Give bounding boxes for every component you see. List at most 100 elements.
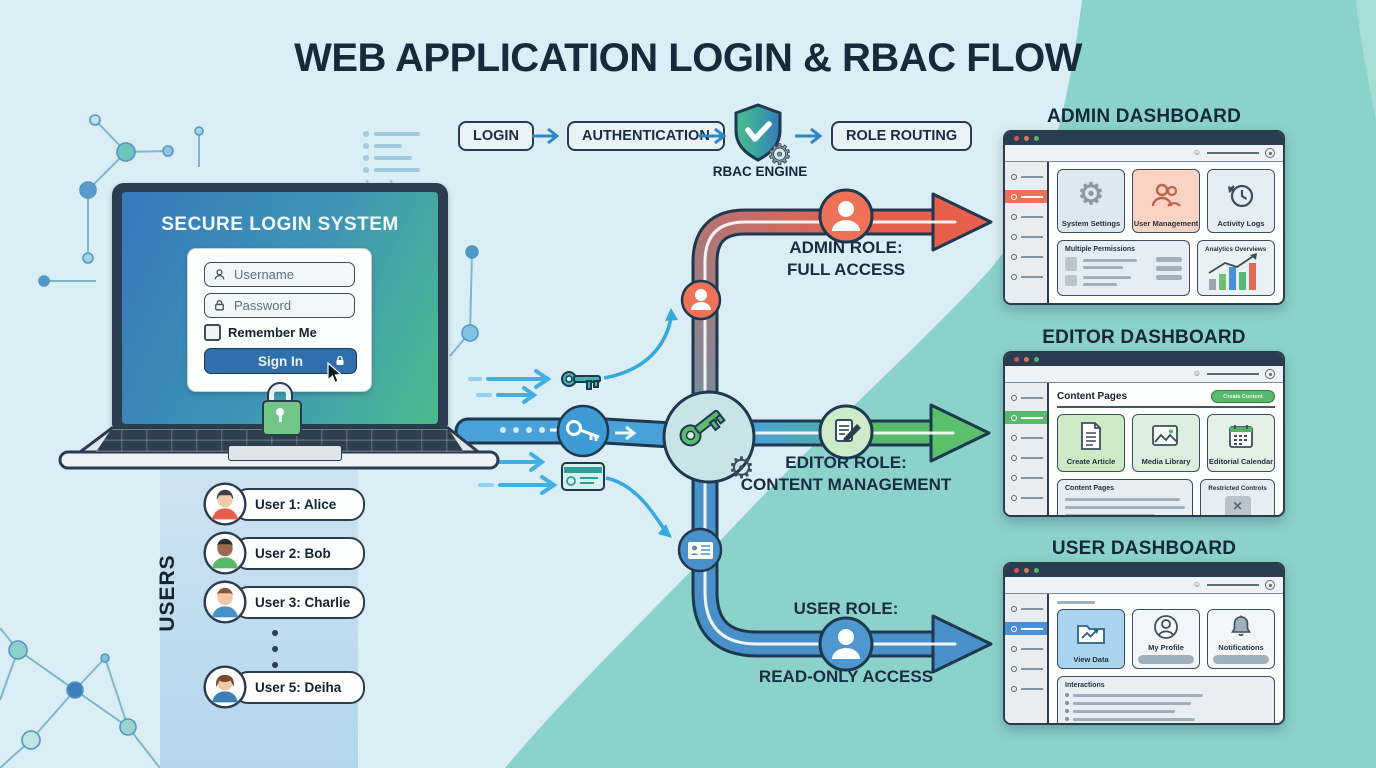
id-card-icon [688,542,713,559]
tile-media-library[interactable]: Media Library [1132,413,1200,472]
sidebar-item[interactable] [1005,682,1047,695]
window-titlebar [1005,353,1283,366]
address-bar [1207,152,1259,154]
article-icon [1081,422,1101,451]
tile-activity-logs[interactable]: Activity Logs [1207,169,1275,233]
editor-dashboard-title: EDITOR DASHBOARD [1042,327,1246,348]
person-icon [691,289,711,310]
tile-notifications[interactable]: Notifications [1207,609,1275,669]
sidebar-item[interactable] [1005,270,1047,283]
window-toolbar: ☺ [1005,366,1283,383]
list-item: User 5: Deiha [203,665,365,709]
sidebar-item[interactable] [1005,451,1047,464]
tile-interactions[interactable]: Interactions [1057,676,1275,723]
tile-my-profile[interactable]: My Profile [1132,609,1200,669]
sidebar-item[interactable] [1005,491,1047,504]
bar-chart-icon [1208,253,1257,290]
user-icon [214,269,225,280]
sign-in-label: Sign In [258,353,303,369]
user-pill[interactable]: User 1: Alice [233,487,365,521]
username-input[interactable] [232,266,346,283]
laptop-keyboard [96,430,464,452]
window-toolbar: ☺ [1005,145,1283,162]
maximize-icon[interactable] [1034,357,1039,362]
sidebar-item[interactable] [1005,642,1047,655]
tile-view-data[interactable]: View Data [1057,609,1125,669]
password-input[interactable] [232,297,346,314]
remember-me-checkbox[interactable] [204,324,221,341]
close-icon[interactable] [1014,357,1019,362]
sidebar-item-active[interactable] [1005,411,1047,424]
tile-create-article[interactable]: Create Article [1057,413,1125,472]
lock-icon [336,355,344,365]
avatar [203,482,247,526]
sidebar-item[interactable] [1005,170,1047,183]
folder-chart-icon [1077,624,1105,644]
sidebar-item-active[interactable] [1005,622,1047,635]
login-form: Remember Me Sign In [187,248,372,392]
create-content-button[interactable]: Create Content [1211,390,1275,403]
sidebar-item[interactable] [1005,662,1047,675]
tile-analytics-overviews[interactable]: Analytics Overviews [1197,240,1275,296]
user-dashboard-title: USER DASHBOARD [1051,538,1237,559]
credential-card-icon [561,462,605,491]
list-item: User 2: Bob [203,531,365,575]
sidebar-item[interactable] [1005,230,1047,243]
gear-icon[interactable] [1265,580,1275,590]
minimize-icon[interactable] [1024,357,1029,362]
admin-dashboard-window: ☺ ⚙ System Settings [1003,130,1285,305]
sidebar-item[interactable] [1005,431,1047,444]
tile-editorial-calendar[interactable]: Editorial Calendar [1207,413,1275,472]
user-icon: ☺ [1192,369,1201,378]
flow-arrow-icon [795,128,823,144]
users-icon [1151,183,1181,207]
sidebar-item[interactable] [1005,250,1047,263]
minimize-icon[interactable] [1024,136,1029,141]
user-icon: ☺ [1192,148,1201,157]
gear-icon[interactable] [1265,148,1275,158]
gear-icon[interactable] [1265,369,1275,379]
close-icon[interactable] [1014,568,1019,573]
sidebar-item-active[interactable] [1005,190,1047,203]
sidebar-item[interactable] [1005,471,1047,484]
users-ellipsis [272,630,278,668]
rbac-engine-label: RBAC ENGINE [712,164,808,179]
flow-arrow-icon [699,128,727,144]
tile-restricted-controls[interactable]: Restricted Controls × [1200,478,1275,515]
sidebar-item[interactable] [1005,391,1047,404]
list-item: User 3: Charlie [203,580,365,624]
tile-user-management[interactable]: User Management [1132,169,1200,233]
sign-in-button[interactable]: Sign In [204,348,357,374]
user-pill[interactable]: User 2: Bob [233,536,365,570]
minimize-icon[interactable] [1024,568,1029,573]
user-pill[interactable]: User 3: Charlie [233,585,365,619]
person-icon [832,629,860,659]
close-icon[interactable] [1014,136,1019,141]
sidebar-item[interactable] [1005,602,1047,615]
password-field-wrap [204,293,355,318]
rbac-shield-icon: ⚙ [734,103,793,168]
editor-dashboard-window: ☺ Content Pages Create Content [1003,351,1285,517]
tile-multiple-permissions[interactable]: Multiple Permissions [1057,240,1190,296]
maximize-icon[interactable] [1034,136,1039,141]
bell-icon [1231,615,1251,636]
session-key-icon [561,371,601,390]
user-pill[interactable]: User 5: Deiha [233,670,365,704]
maximize-icon[interactable] [1034,568,1039,573]
history-clock-icon [1228,184,1254,207]
address-bar [1207,584,1259,586]
flow-arrow-icon [532,128,560,144]
user-dashboard-window: ☺ [1003,562,1285,725]
page-title: WEB APPLICATION LOGIN & RBAC FLOW [294,36,1082,80]
tile-content-pages[interactable]: Content Pages [1057,478,1193,515]
sidebar-item[interactable] [1005,210,1047,223]
avatar [203,580,247,624]
document-edit-icon [835,419,861,442]
username-field-wrap [204,262,355,287]
address-bar [1207,373,1259,375]
flow-step-login: LOGIN [458,121,534,151]
key-icon [566,420,600,441]
tile-system-settings[interactable]: ⚙ System Settings [1057,169,1125,233]
